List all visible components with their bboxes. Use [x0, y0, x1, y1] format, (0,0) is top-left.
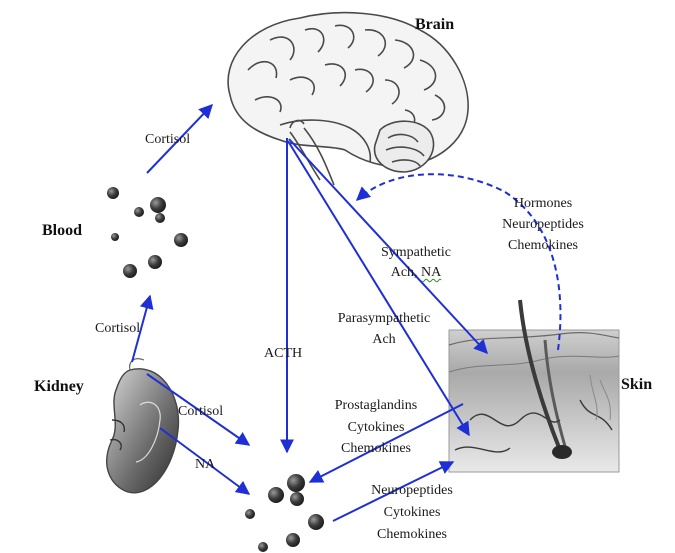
arrow-parasympathetic	[288, 141, 469, 435]
cells-to-skin-label-1: Neuropeptides	[371, 482, 453, 500]
skin-to-brain-label-3: Chemokines	[508, 237, 578, 255]
sympathetic-na-text: NA	[421, 265, 441, 280]
parasympathetic-transmitter-label: Ach	[372, 331, 395, 349]
skin-to-cells-label-1: Prostaglandins	[335, 397, 417, 415]
skin-label: Skin	[621, 376, 652, 394]
skin-illustration	[449, 300, 619, 472]
kidney-illustration	[107, 359, 179, 493]
immune-cells	[245, 474, 324, 552]
cortisol-kidney-to-cells-label: Cortisol	[178, 403, 223, 421]
skin-to-cells-label-2: Cytokines	[348, 419, 405, 437]
sympathetic-transmitters-label: Ach, NA	[391, 264, 442, 282]
skin-to-cells-label-3: Chemokines	[341, 440, 411, 458]
cortisol-kidney-to-blood-label: Cortisol	[95, 320, 140, 338]
skin-to-brain-label-1: Hormones	[514, 195, 572, 213]
brain-illustration	[228, 13, 468, 185]
brain-label: Brain	[415, 16, 454, 34]
cells-to-skin-label-3: Chemokines	[377, 526, 447, 544]
cortisol-blood-to-brain-label: Cortisol	[145, 131, 190, 149]
na-kidney-to-cells-label: NA	[195, 456, 215, 474]
parasympathetic-label: Parasympathetic	[338, 310, 431, 328]
blood-cells	[107, 187, 188, 278]
blood-label: Blood	[42, 222, 82, 240]
kidney-label: Kidney	[34, 378, 84, 396]
sympathetic-ach-text: Ach,	[391, 265, 421, 280]
sympathetic-label: Sympathetic	[381, 244, 451, 262]
acth-label: ACTH	[264, 345, 302, 363]
skin-to-brain-label-2: Neuropeptides	[502, 216, 584, 234]
cells-to-skin-label-2: Cytokines	[384, 504, 441, 522]
